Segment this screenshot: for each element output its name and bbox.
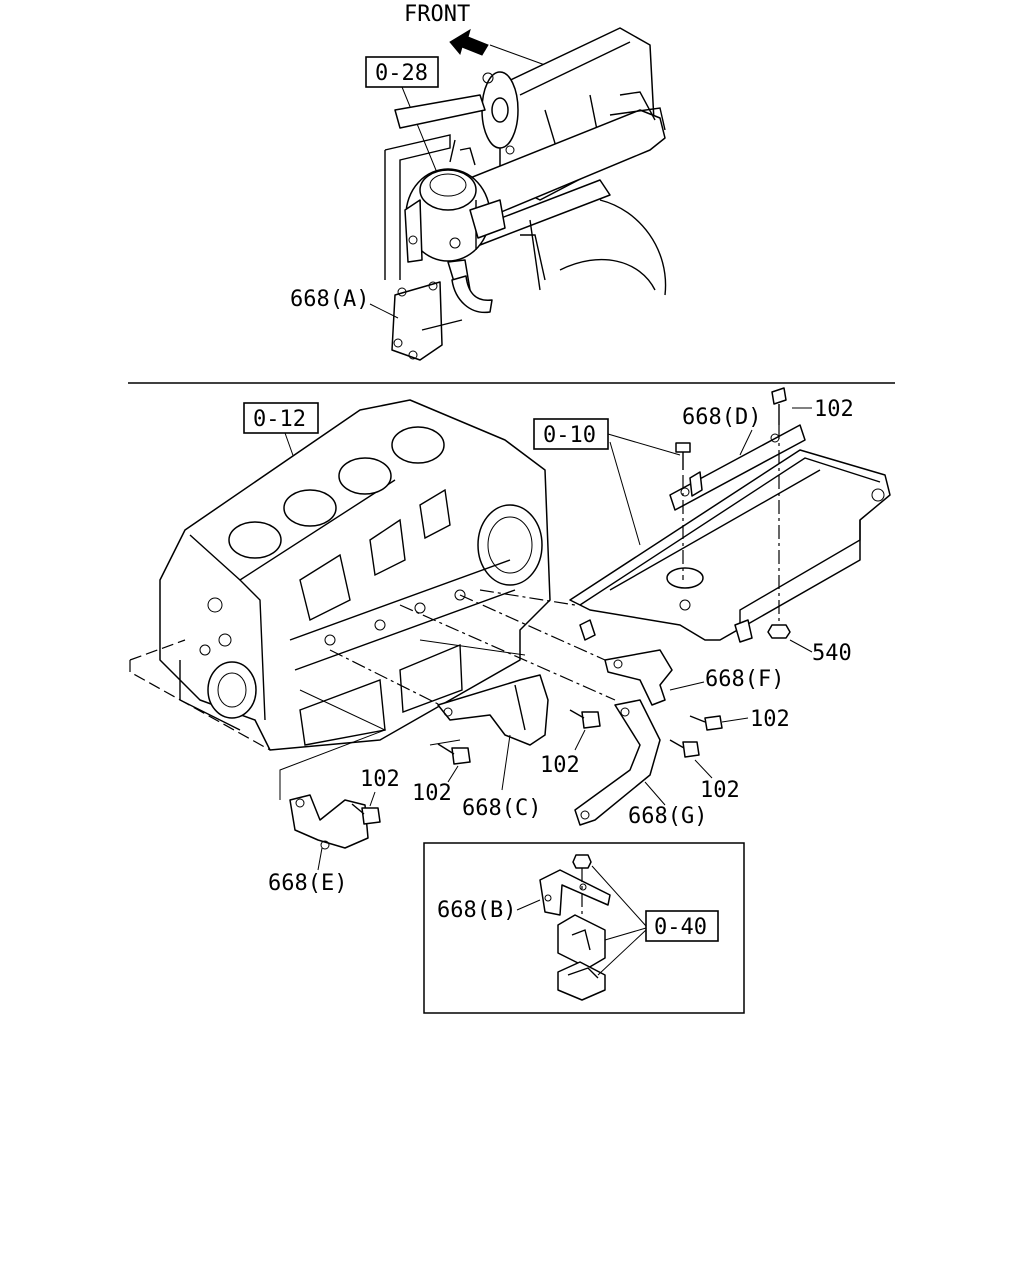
coolant-hose bbox=[451, 275, 493, 314]
svg-text:668(D): 668(D) bbox=[682, 405, 761, 430]
bracket-668d: 668(D) 102 540 bbox=[669, 387, 854, 666]
front-arrow-icon bbox=[449, 28, 489, 56]
bracket-668c: 668(C) 102 102 bbox=[412, 674, 601, 821]
ref-box-0-10: 0-10 bbox=[533, 418, 681, 546]
svg-text:668(A): 668(A) bbox=[290, 287, 369, 312]
svg-text:668(G): 668(G) bbox=[628, 804, 707, 829]
top-assembly: FRONT 0-28 bbox=[290, 2, 667, 361]
svg-text:102: 102 bbox=[540, 753, 580, 778]
svg-text:0-12: 0-12 bbox=[253, 407, 306, 432]
water-pump bbox=[404, 139, 506, 291]
engine-front-sketch bbox=[384, 27, 667, 296]
bracket-668e: 102 668(E) bbox=[268, 767, 400, 896]
svg-text:102: 102 bbox=[360, 767, 400, 792]
cylinder-block bbox=[129, 399, 551, 751]
svg-text:540: 540 bbox=[812, 641, 852, 666]
bracket-668a: 668(A) bbox=[290, 281, 463, 361]
inset-box: 668(B) 0-40 bbox=[423, 842, 745, 1014]
ref-box-0-28: 0-28 bbox=[365, 56, 441, 181]
oil-pan bbox=[569, 449, 891, 643]
svg-text:102: 102 bbox=[412, 781, 452, 806]
svg-text:668(F): 668(F) bbox=[705, 667, 784, 692]
svg-text:0-40: 0-40 bbox=[654, 915, 707, 940]
front-label: FRONT bbox=[404, 2, 470, 27]
svg-text:668(E): 668(E) bbox=[268, 871, 347, 896]
bracket-668f: 668(F) 102 bbox=[604, 649, 790, 732]
svg-text:102: 102 bbox=[750, 707, 790, 732]
svg-text:668(B): 668(B) bbox=[437, 898, 516, 923]
svg-text:0-28: 0-28 bbox=[375, 61, 428, 86]
svg-text:102: 102 bbox=[814, 397, 854, 422]
bracket-668g: 668(G) 102 bbox=[574, 699, 740, 829]
assembly-guide-lines bbox=[279, 589, 616, 800]
svg-text:0-10: 0-10 bbox=[543, 423, 596, 448]
svg-text:668(C): 668(C) bbox=[462, 796, 541, 821]
ref-box-0-12: 0-12 bbox=[243, 402, 319, 476]
svg-text:102: 102 bbox=[700, 778, 740, 803]
